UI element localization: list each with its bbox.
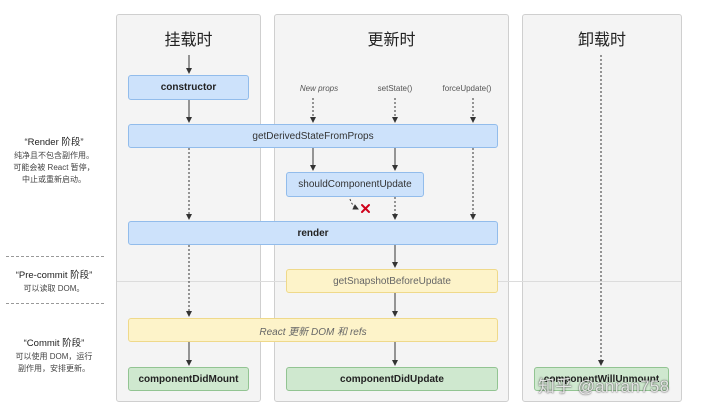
watermark: 知乎 @anran758 xyxy=(538,377,670,396)
render-phase-title: “Render 阶段” xyxy=(24,137,84,148)
get-derived-state-box: getDerivedStateFromProps xyxy=(128,124,498,148)
should-update-box: shouldComponentUpdate xyxy=(286,172,424,197)
get-snapshot-box: getSnapshotBeforeUpdate xyxy=(286,269,498,293)
trigger-set-state: setState() xyxy=(377,84,413,93)
react-updates-dom-box: React 更新 DOM 和 refs xyxy=(128,318,498,342)
arrow-scu-false-branch xyxy=(349,198,359,210)
commit-phase-desc-1: 可以使用 DOM，运行 xyxy=(15,352,93,361)
did-update-box: componentDidUpdate xyxy=(286,367,498,391)
phase-divider-2 xyxy=(6,303,104,304)
unmounting-column: 卸载时 xyxy=(522,14,682,402)
mounting-column-title: 挂载时 xyxy=(164,30,213,49)
phase-divider-1 xyxy=(6,256,104,257)
constructor-box: constructor xyxy=(128,75,249,100)
did-mount-box: componentDidMount xyxy=(128,367,249,391)
trigger-new-props: New props xyxy=(299,84,339,93)
cancel-cross-icon xyxy=(361,204,370,213)
precommit-phase-title: “Pre-commit 阶段” xyxy=(15,270,93,281)
render-box: render xyxy=(128,221,498,245)
unmounting-column-title: 卸载时 xyxy=(577,30,626,49)
commit-phase-title: “Commit 阶段” xyxy=(23,338,85,349)
trigger-force-update: forceUpdate() xyxy=(442,84,492,93)
render-phase-desc-2: 可能会被 React 暂停， xyxy=(13,163,95,172)
commit-phase-desc-2: 副作用，安排更新。 xyxy=(18,364,90,373)
render-phase-desc-3: 中止或重新启动。 xyxy=(22,175,86,184)
updating-column-title: 更新时 xyxy=(367,30,416,49)
render-phase-desc-1: 纯净且不包含副作用。 xyxy=(14,151,94,160)
precommit-phase-desc-1: 可以读取 DOM。 xyxy=(23,284,85,293)
will-unmount-box: componentWillUnmount xyxy=(534,367,669,391)
